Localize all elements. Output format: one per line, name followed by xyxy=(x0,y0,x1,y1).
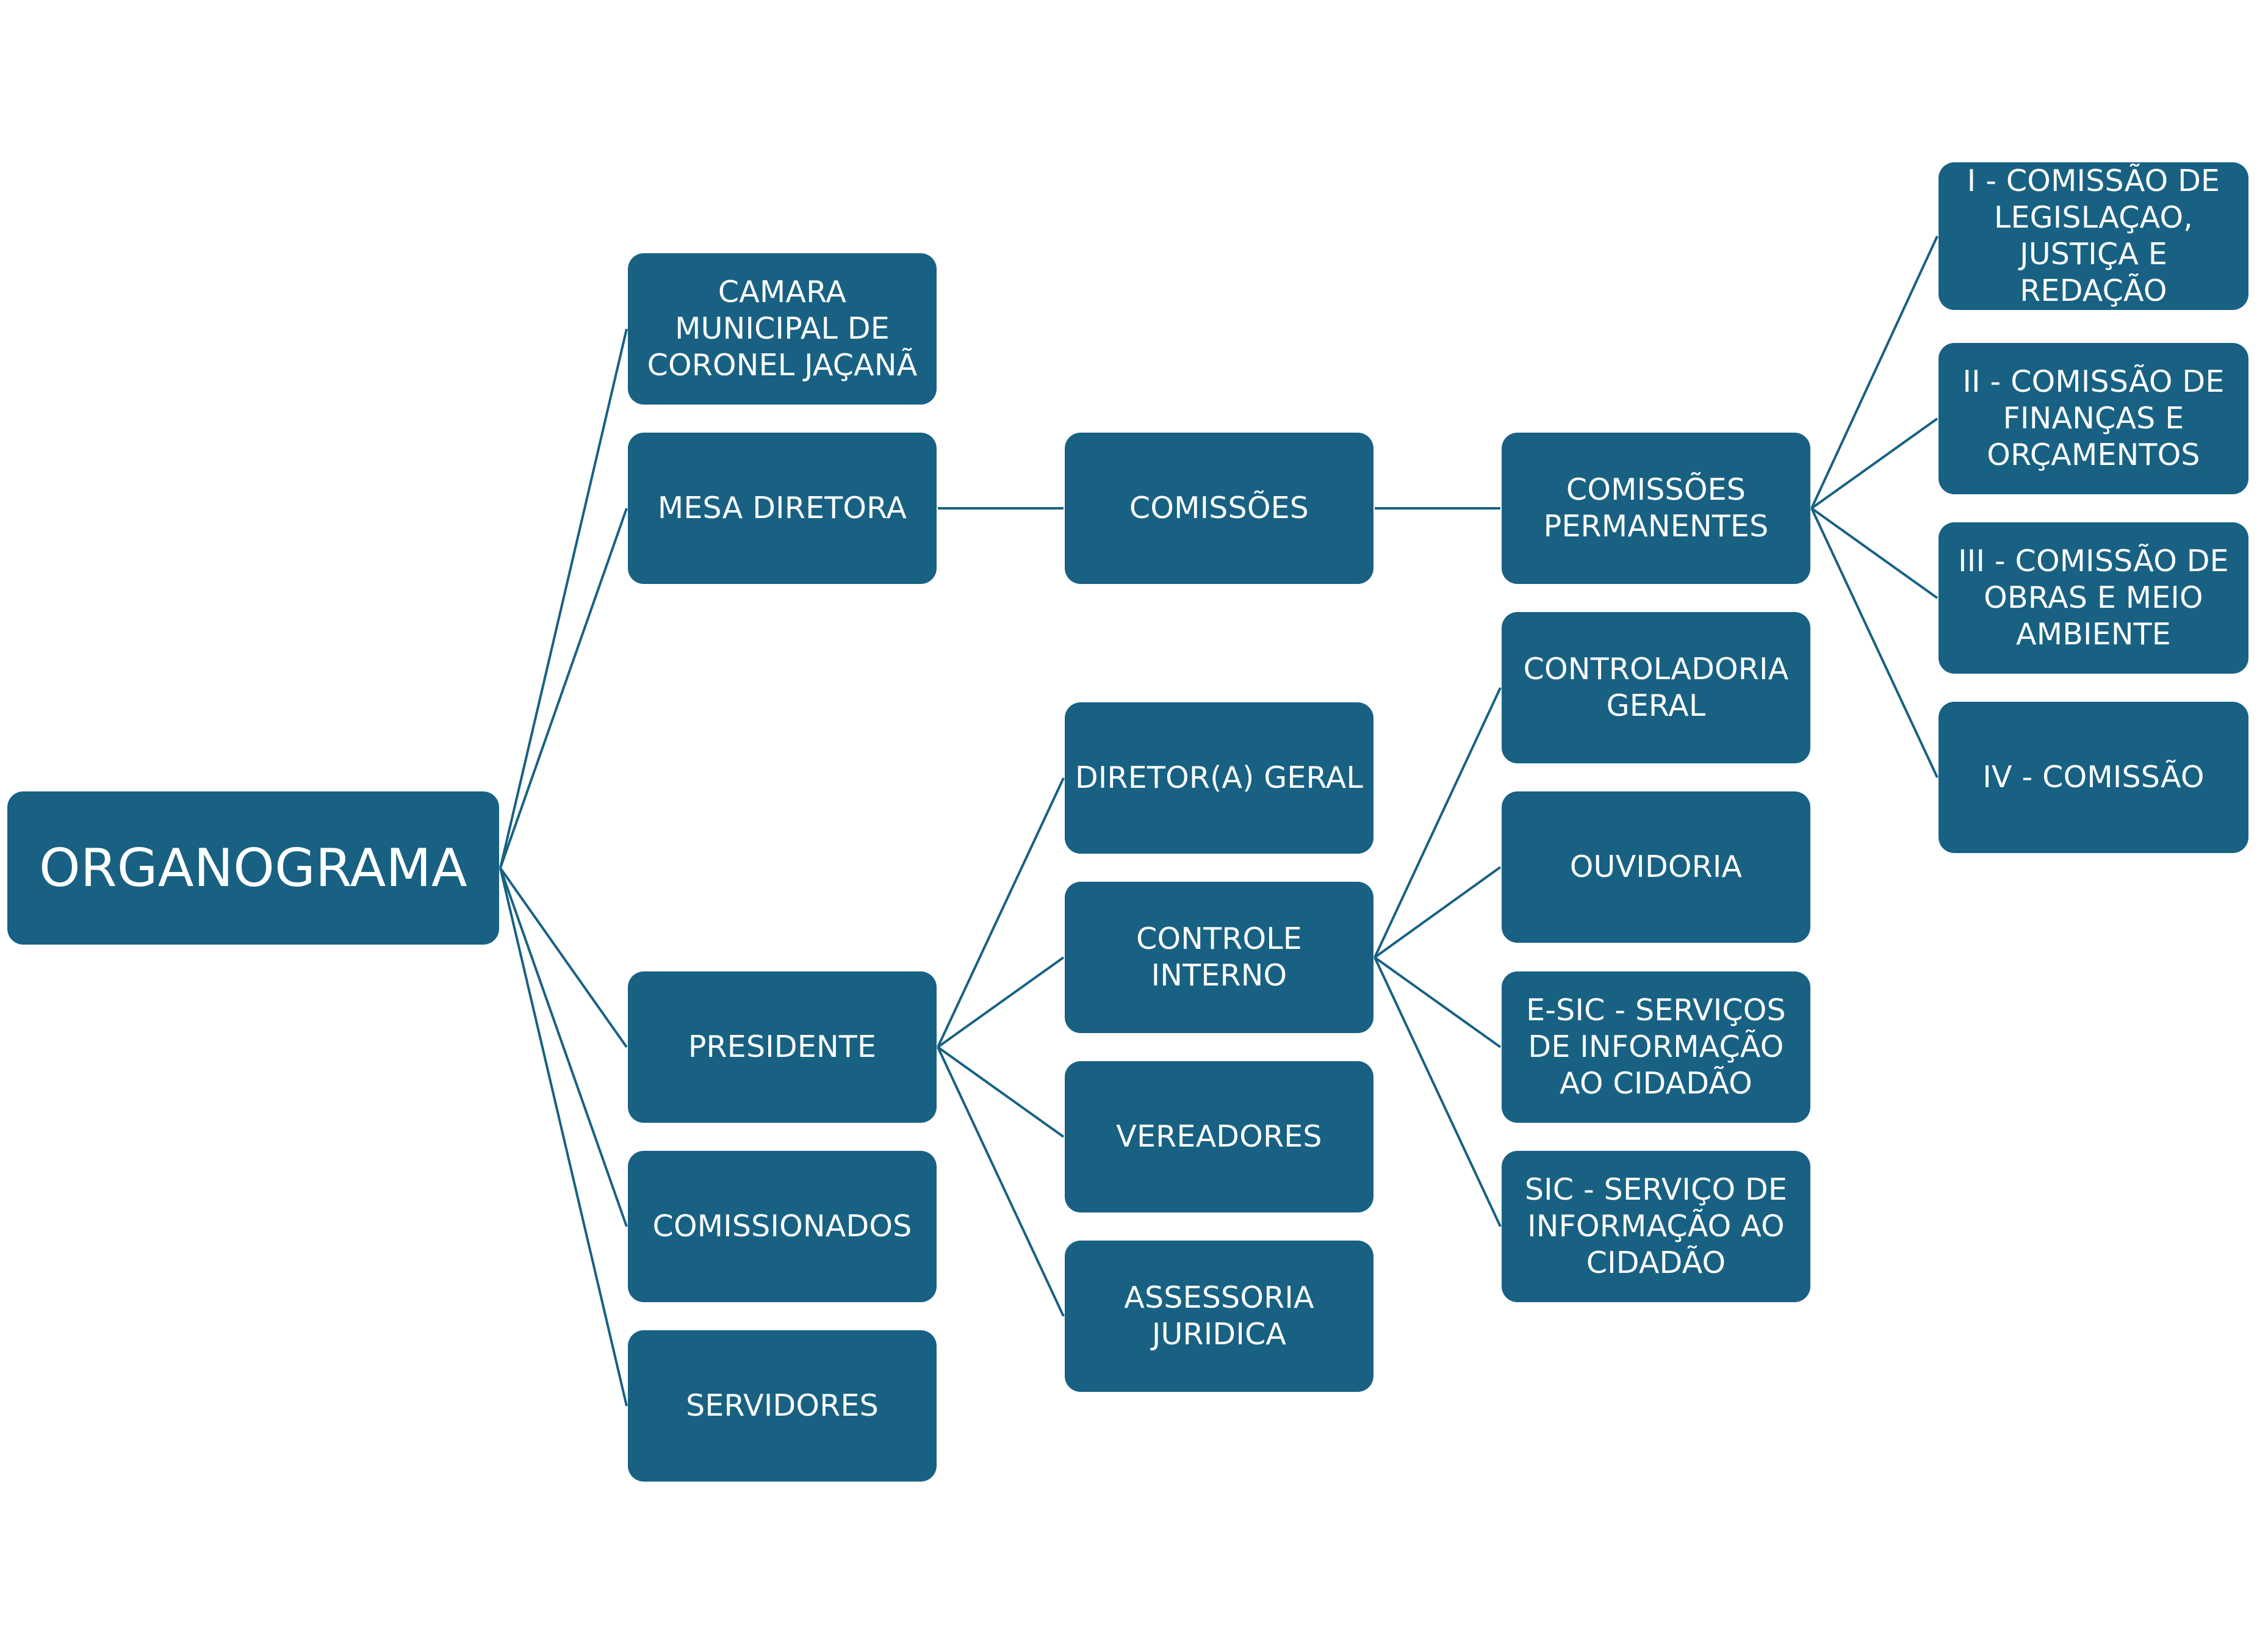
connector-root-presidente xyxy=(499,867,628,1048)
node-controle-interno: CONTROLE INTERNO xyxy=(1065,882,1373,1033)
node-label: ORGANOGRAMA xyxy=(39,837,467,899)
node-label: CONTROLADORIA GERAL xyxy=(1523,652,1789,723)
node-comissao-legislacao: I - COMISSÃO DE LEGISLAÇAO, JUSTIÇA E RE… xyxy=(1939,162,2248,310)
node-comissao-financas: II - COMISSÃO DE FINANÇAS E ORÇAMENTOS xyxy=(1939,343,2248,494)
node-comissionados: COMISSIONADOS xyxy=(628,1151,937,1302)
node-label: IV - COMISSÃO xyxy=(1982,760,2205,794)
node-label: III - COMISSÃO DE OBRAS E MEIO AMBIENTE xyxy=(1958,544,2229,652)
connector-presidente-assessoria xyxy=(937,1047,1065,1317)
node-organograma: ORGANOGRAMA xyxy=(7,791,499,945)
connector-controle-ouvidoria xyxy=(1373,866,1502,959)
node-label: OUVIDORIA xyxy=(1569,849,1743,884)
node-label: COMISSÕES PERMANENTES xyxy=(1543,472,1769,544)
node-diretor-geral: DIRETOR(A) GERAL xyxy=(1065,702,1373,854)
connector-controle-controladoria xyxy=(1373,687,1502,958)
node-camara-municipal: CAMARA MUNICIPAL DE CORONEL JAÇANÃ xyxy=(628,253,937,405)
node-label: COMISSÕES xyxy=(1129,491,1309,525)
node-label: E-SIC - SERVIÇOS DE INFORMAÇÃO AO CIDADÃ… xyxy=(1526,993,1786,1101)
connector-root-mesa xyxy=(499,508,628,869)
node-label: COMISSIONADOS xyxy=(652,1209,912,1244)
node-comissao-iv: IV - COMISSÃO xyxy=(1939,702,2248,853)
node-label: ASSESSORIA JURIDICA xyxy=(1124,1280,1314,1352)
node-label: VEREADORES xyxy=(1116,1119,1322,1154)
node-label: MESA DIRETORA xyxy=(657,491,907,525)
node-comissao-obras: III - COMISSÃO DE OBRAS E MEIO AMBIENTE xyxy=(1939,522,2248,674)
connector-presidente-vereadores xyxy=(937,1046,1065,1138)
node-mesa-diretora: MESA DIRETORA xyxy=(628,433,937,584)
node-label: CONTROLE INTERNO xyxy=(1136,921,1302,993)
connector-permanentes-com1 xyxy=(1810,236,1939,509)
node-ouvidoria: OUVIDORIA xyxy=(1502,791,1810,943)
node-e-sic: E-SIC - SERVIÇOS DE INFORMAÇÃO AO CIDADÃ… xyxy=(1502,971,1810,1123)
node-label: SIC - SERVIÇO DE INFORMAÇÃO AO CIDADÃO xyxy=(1524,1172,1788,1280)
connector-permanentes-com3 xyxy=(1810,507,1939,599)
connector-controle-esic xyxy=(1373,956,1502,1048)
node-sic: SIC - SERVIÇO DE INFORMAÇÃO AO CIDADÃO xyxy=(1502,1151,1810,1302)
node-label: II - COMISSÃO DE FINANÇAS E ORÇAMENTOS xyxy=(1962,364,2225,472)
connector-permanentes-com2 xyxy=(1810,417,1939,510)
node-label: DIRETOR(A) GERAL xyxy=(1075,760,1364,795)
node-label: SERVIDORES xyxy=(686,1388,879,1423)
node-comissoes-permanentes: COMISSÕES PERMANENTES xyxy=(1502,433,1810,584)
connector-permanentes-com4 xyxy=(1810,508,1939,778)
connector-controle-sic xyxy=(1373,957,1502,1227)
node-comissoes: COMISSÕES xyxy=(1065,433,1373,584)
connector-presidente-controle xyxy=(937,956,1065,1048)
node-label: CAMARA MUNICIPAL DE CORONEL JAÇANÃ xyxy=(647,275,918,383)
connector-root-servidores xyxy=(499,868,628,1407)
node-servidores: SERVIDORES xyxy=(628,1330,937,1482)
connector-root-camara xyxy=(499,328,628,868)
node-assessoria-juridica: ASSESSORIA JURIDICA xyxy=(1065,1241,1373,1392)
node-presidente: PRESIDENTE xyxy=(628,971,937,1123)
connector-presidente-diretor xyxy=(937,777,1065,1048)
node-label: I - COMISSÃO DE LEGISLAÇAO, JUSTIÇA E RE… xyxy=(1967,164,2220,308)
node-controladoria-geral: CONTROLADORIA GERAL xyxy=(1502,612,1810,763)
node-vereadores: VEREADORES xyxy=(1065,1061,1373,1212)
node-label: PRESIDENTE xyxy=(688,1029,877,1064)
connector-root-comissionados xyxy=(499,867,628,1227)
